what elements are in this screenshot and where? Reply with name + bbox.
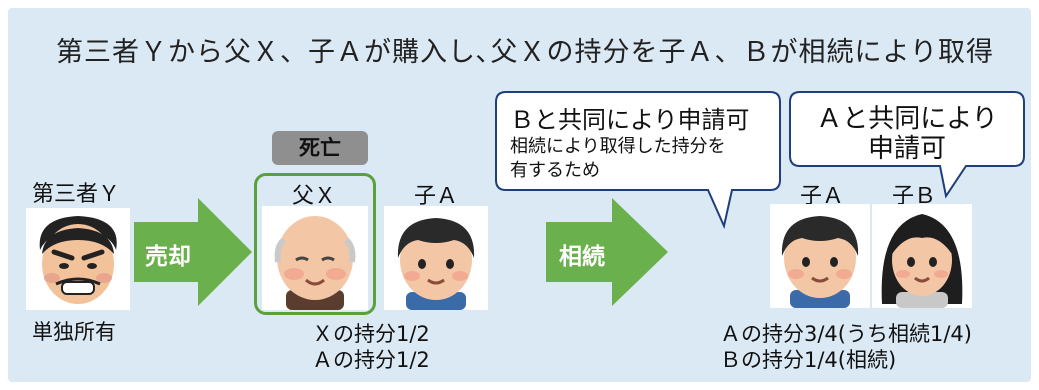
bubble-right-line-1: Ａと共同により	[816, 104, 998, 134]
inherit-arrow-label: 相続	[559, 244, 605, 270]
father-label: 父Ｘ	[292, 184, 337, 209]
child-a-before-label: 子Ａ	[414, 184, 459, 209]
third-party-label: 第三者Ｙ	[32, 182, 121, 207]
bubble-left-body-2: 有するため	[510, 160, 600, 181]
speech-bubble-right	[789, 91, 1025, 199]
boy-icon	[781, 216, 859, 308]
child-a-after-portrait	[770, 204, 870, 308]
child-a-before-portrait	[384, 206, 488, 310]
bubble-left-body-1: 相続により取得した持分を	[510, 136, 726, 157]
share-after-a: Ａの持分3/4(うち相続1/4)	[720, 322, 972, 346]
elderly-man-icon	[274, 216, 356, 310]
share-before-x: Ｘの持分1/2	[312, 322, 430, 346]
inherit-arrow	[546, 198, 668, 306]
father-highlight-frame	[254, 173, 376, 315]
sale-arrow-label: 売却	[145, 244, 191, 270]
bubble-left-title: Ｂと共同により申請可	[510, 106, 750, 134]
boy-icon	[397, 218, 475, 310]
speech-bubble-left	[495, 91, 781, 230]
girl-icon	[881, 214, 963, 308]
third-party-ownership: 単独所有	[32, 320, 116, 344]
child-b-portrait	[872, 204, 972, 308]
sale-arrow	[134, 198, 252, 306]
diagram-title: 第三者Ｙから父Ｘ、子Ａが購入し､父Ｘの持分を子Ａ、Ｂが相続により取得	[56, 37, 994, 68]
share-after-b: Ｂの持分1/4(相続)	[720, 348, 897, 372]
death-status-badge: 死亡	[272, 131, 368, 165]
angry-man-icon	[39, 216, 117, 304]
father-portrait	[262, 206, 368, 310]
share-before-a: Ａの持分1/2	[312, 348, 430, 372]
third-party-portrait	[26, 208, 130, 310]
diagram-panel	[8, 8, 1031, 382]
bubble-right-line-2: 申請可	[867, 134, 946, 164]
